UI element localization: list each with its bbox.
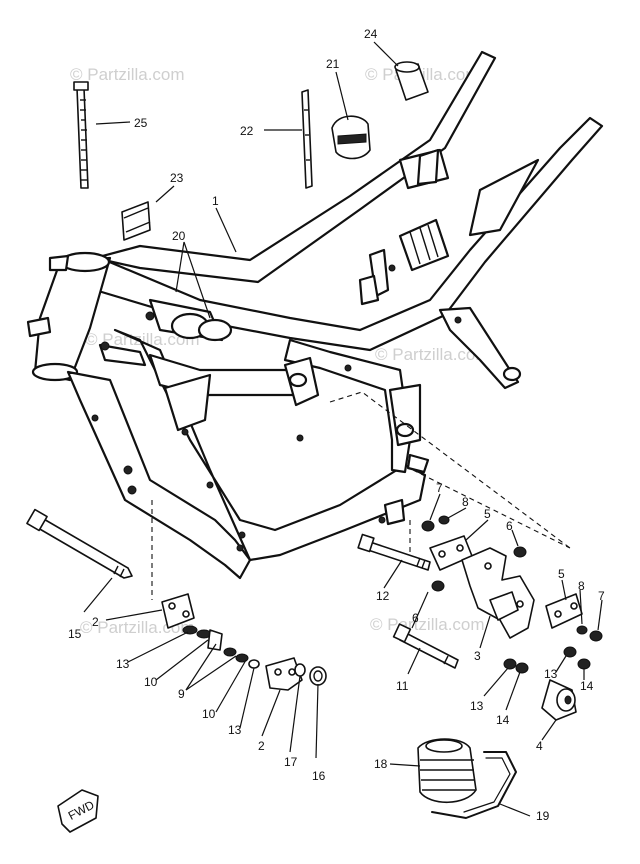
- leader-lines: [83, 41, 603, 817]
- callout-23: 23: [170, 171, 184, 185]
- watermark-layer: © Partzilla.com © Partzilla.com © Partzi…: [70, 65, 490, 637]
- callout-6a: 6: [412, 611, 419, 625]
- front-mount-hardware: [182, 625, 260, 669]
- bolt-11: [392, 623, 459, 669]
- callout-labels: 25 22 23 21 24 1 20 15 2 13 10 9 10 13 2…: [68, 27, 605, 823]
- callout-13d: 13: [544, 667, 558, 681]
- callout-9: 9: [178, 687, 185, 701]
- callout-5b: 5: [558, 567, 565, 581]
- reference-lines: [151, 391, 571, 600]
- band-25: [73, 81, 89, 189]
- long-bolt-15: [26, 508, 133, 579]
- band-19: [431, 751, 517, 819]
- rear-lower-hardware: [503, 646, 591, 674]
- callout-2b: 2: [258, 739, 265, 753]
- rear-upper-hardware: [421, 515, 527, 592]
- watermark: © Partzilla.com: [80, 618, 195, 637]
- callout-14b: 14: [580, 679, 594, 693]
- callout-6b: 6: [506, 519, 513, 533]
- cover-18: [417, 738, 477, 803]
- watermark: © Partzilla.com: [85, 330, 200, 349]
- callout-7a: 7: [436, 481, 443, 495]
- callout-2a: 2: [92, 615, 99, 629]
- callout-17: 17: [284, 755, 298, 769]
- callout-11: 11: [396, 679, 409, 693]
- callout-14a: 14: [496, 713, 510, 727]
- callout-10b: 10: [202, 707, 216, 721]
- callout-13c: 13: [470, 699, 484, 713]
- engine-mount-bracket-3: [461, 547, 535, 639]
- callout-10a: 10: [144, 675, 158, 689]
- engine-mount-bracket-2a: [161, 593, 195, 629]
- callout-12: 12: [376, 589, 390, 603]
- bolt-12: [357, 533, 431, 571]
- watermark: © Partzilla.com: [370, 615, 485, 634]
- frame: [26, 50, 604, 580]
- front-direction-arrow: FWD: [57, 789, 99, 833]
- callout-21: 21: [326, 57, 340, 71]
- cap-21: [331, 115, 371, 160]
- callout-18: 18: [374, 757, 388, 771]
- engine-mount-bracket-2b: [265, 657, 303, 691]
- plate-5-right: [545, 593, 583, 629]
- callout-7b: 7: [598, 589, 605, 603]
- rear-right-hardware: [576, 625, 603, 642]
- callout-13b: 13: [228, 723, 242, 737]
- watermark: © Partzilla.com: [375, 345, 490, 364]
- damper-rubber-4: [541, 679, 577, 721]
- callout-25: 25: [134, 116, 148, 130]
- watermark: © Partzilla.com: [70, 65, 185, 84]
- cap-24: [394, 61, 429, 101]
- callout-1: 1: [212, 194, 219, 208]
- callout-8b: 8: [578, 579, 585, 593]
- callout-19: 19: [536, 809, 550, 823]
- damper-23: [121, 201, 151, 241]
- callout-15: 15: [68, 627, 82, 641]
- callout-16: 16: [312, 769, 326, 783]
- callout-4: 4: [536, 739, 543, 753]
- front-nut-set: [294, 663, 327, 686]
- callout-13a: 13: [116, 657, 130, 671]
- callout-8a: 8: [462, 495, 469, 509]
- callout-20: 20: [172, 229, 186, 243]
- callout-5a: 5: [484, 507, 491, 521]
- callout-22: 22: [240, 124, 254, 138]
- band-22: [301, 89, 313, 189]
- callout-3: 3: [474, 649, 481, 663]
- callout-24: 24: [364, 27, 378, 41]
